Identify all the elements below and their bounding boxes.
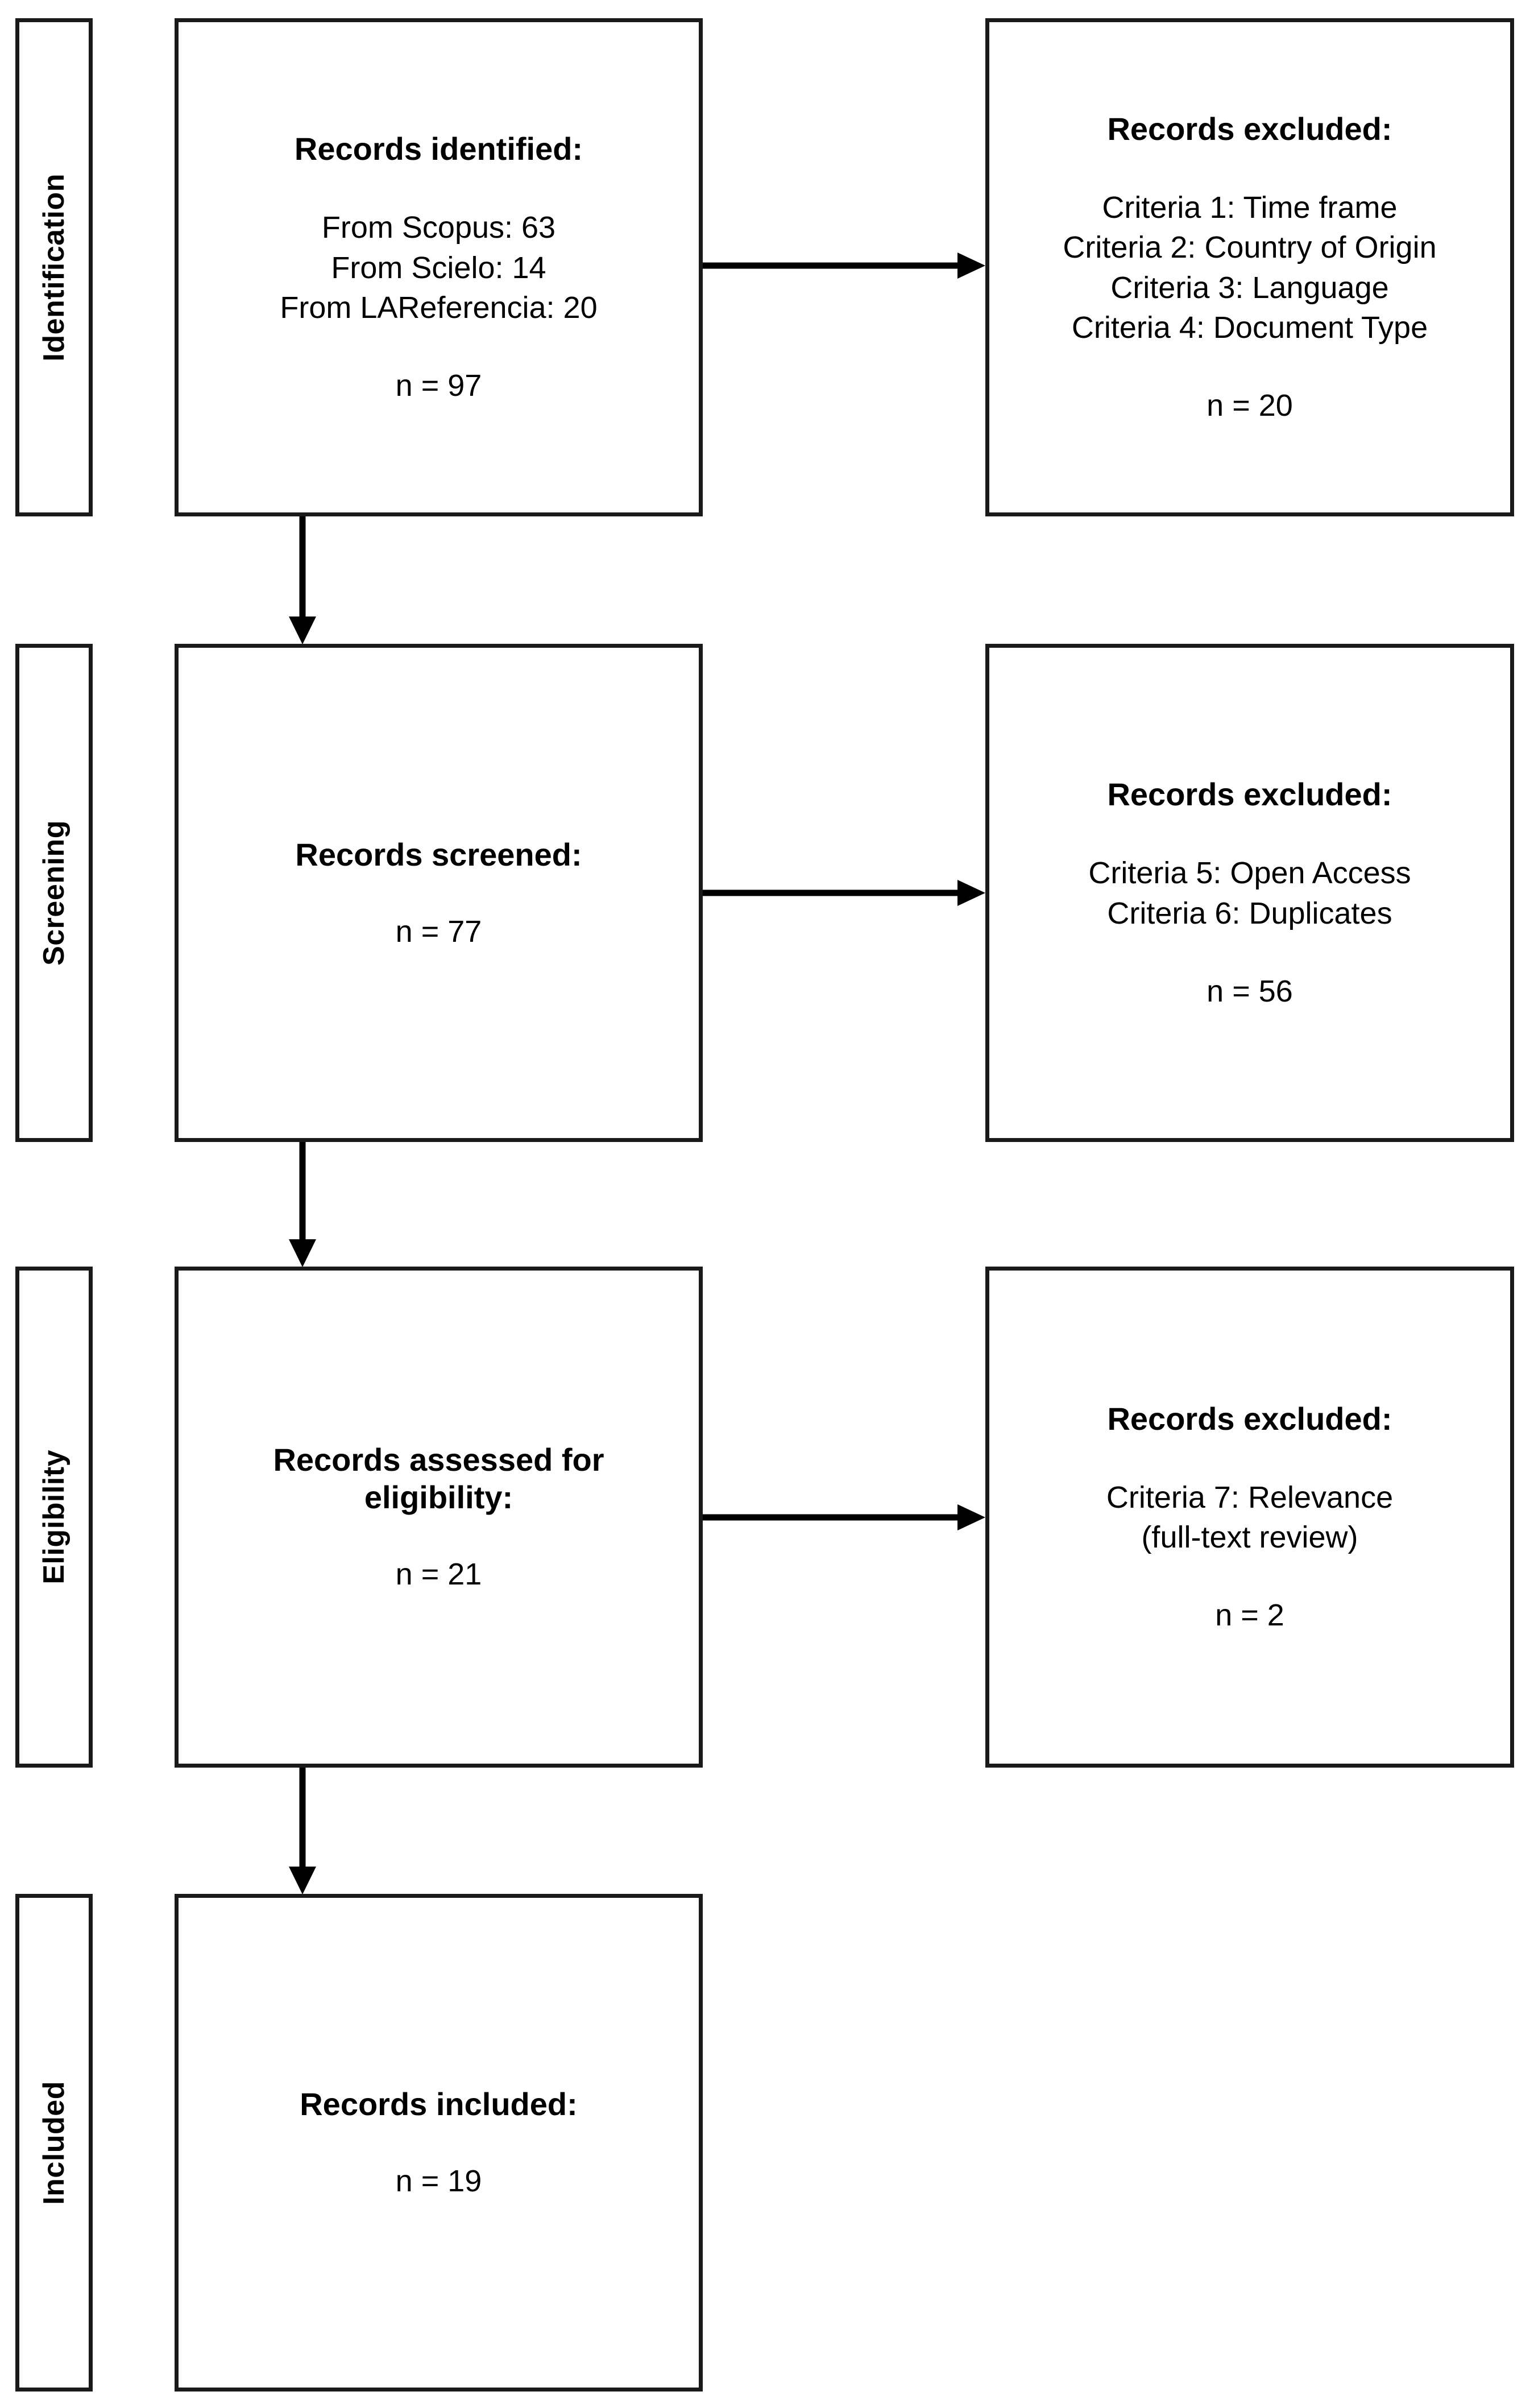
box-records-excluded-identification-count: n = 20 [1207,388,1293,423]
box-records-excluded-screening-criteria: Criteria 5: Open Access Criteria 6: Dupl… [1088,853,1411,933]
criteria-line: Criteria 3: Language [1110,270,1389,305]
arrow-eligibility-to-included [282,1768,323,1896]
box-records-assessed: Records assessed for eligibility: n = 21 [175,1267,703,1768]
box-records-excluded-eligibility: Records excluded: Criteria 7: Relevance … [985,1267,1514,1768]
box-records-identified: Records identified: From Scopus: 63 From… [175,18,703,516]
criteria-line: Criteria 5: Open Access [1088,856,1411,891]
box-records-excluded-identification-title: Records excluded: [1107,111,1392,147]
criteria-line: Criteria 2: Country of Origin [1063,230,1437,265]
box-records-identified-title: Records identified: [294,131,583,167]
box-records-excluded-eligibility-title: Records excluded: [1107,1400,1392,1437]
stage-label-included: Included [15,1894,93,2392]
arrow-screened-to-excluded [703,875,987,911]
arrow-identification-to-screening [282,516,323,646]
box-records-excluded-screening-count: n = 56 [1207,974,1293,1008]
stage-label-screening: Screening [15,644,93,1142]
box-records-assessed-count: n = 21 [395,1557,482,1592]
criteria-line: Criteria 6: Duplicates [1107,896,1392,930]
box-records-identified-sources: From Scopus: 63 From Scielo: 14 From LAR… [280,208,597,328]
criteria-line: Criteria 4: Document Type [1071,310,1428,345]
box-records-excluded-screening-title: Records excluded: [1107,776,1392,813]
arrow-identified-to-excluded [703,247,987,284]
box-records-excluded-identification: Records excluded: Criteria 1: Time frame… [985,18,1514,516]
box-records-assessed-title: Records assessed for eligibility: [273,1442,604,1516]
box-records-excluded-eligibility-count: n = 2 [1215,1598,1284,1633]
box-records-excluded-eligibility-criteria: Criteria 7: Relevance (full-text review) [1106,1478,1393,1557]
arrow-screening-to-eligibility [282,1142,323,1269]
criteria-line: Criteria 7: Relevance [1106,1480,1394,1515]
box-records-excluded-identification-criteria: Criteria 1: Time frame Criteria 2: Count… [1063,188,1436,347]
box-records-excluded-screening: Records excluded: Criteria 5: Open Acces… [985,644,1514,1142]
stage-label-screening-text: Screening [38,820,71,966]
stage-label-identification: Identification [15,18,93,516]
criteria-line: Criteria 1: Time frame [1102,191,1398,225]
box-records-included-title: Records included: [300,2086,578,2122]
box-records-included-count: n = 19 [395,2164,482,2199]
box-records-identified-count: n = 97 [395,368,482,403]
criteria-line: (full-text review) [1141,1520,1358,1555]
box-records-screened: Records screened: n = 77 [175,644,703,1142]
source-line: From Scielo: 14 [331,250,546,285]
stage-label-eligibility: Eligibility [15,1267,93,1768]
source-line: From Scopus: 63 [321,210,556,245]
arrow-eligibility-to-excluded [703,1499,987,1536]
box-records-included: Records included: n = 19 [175,1894,703,2392]
box-records-screened-title: Records screened: [295,836,582,872]
stage-label-eligibility-text: Eligibility [38,1450,71,1584]
source-line: From LAReferencia: 20 [280,290,598,325]
stage-label-identification-text: Identification [38,173,71,362]
stage-label-included-text: Included [38,2080,71,2205]
box-records-screened-count: n = 77 [395,914,482,949]
